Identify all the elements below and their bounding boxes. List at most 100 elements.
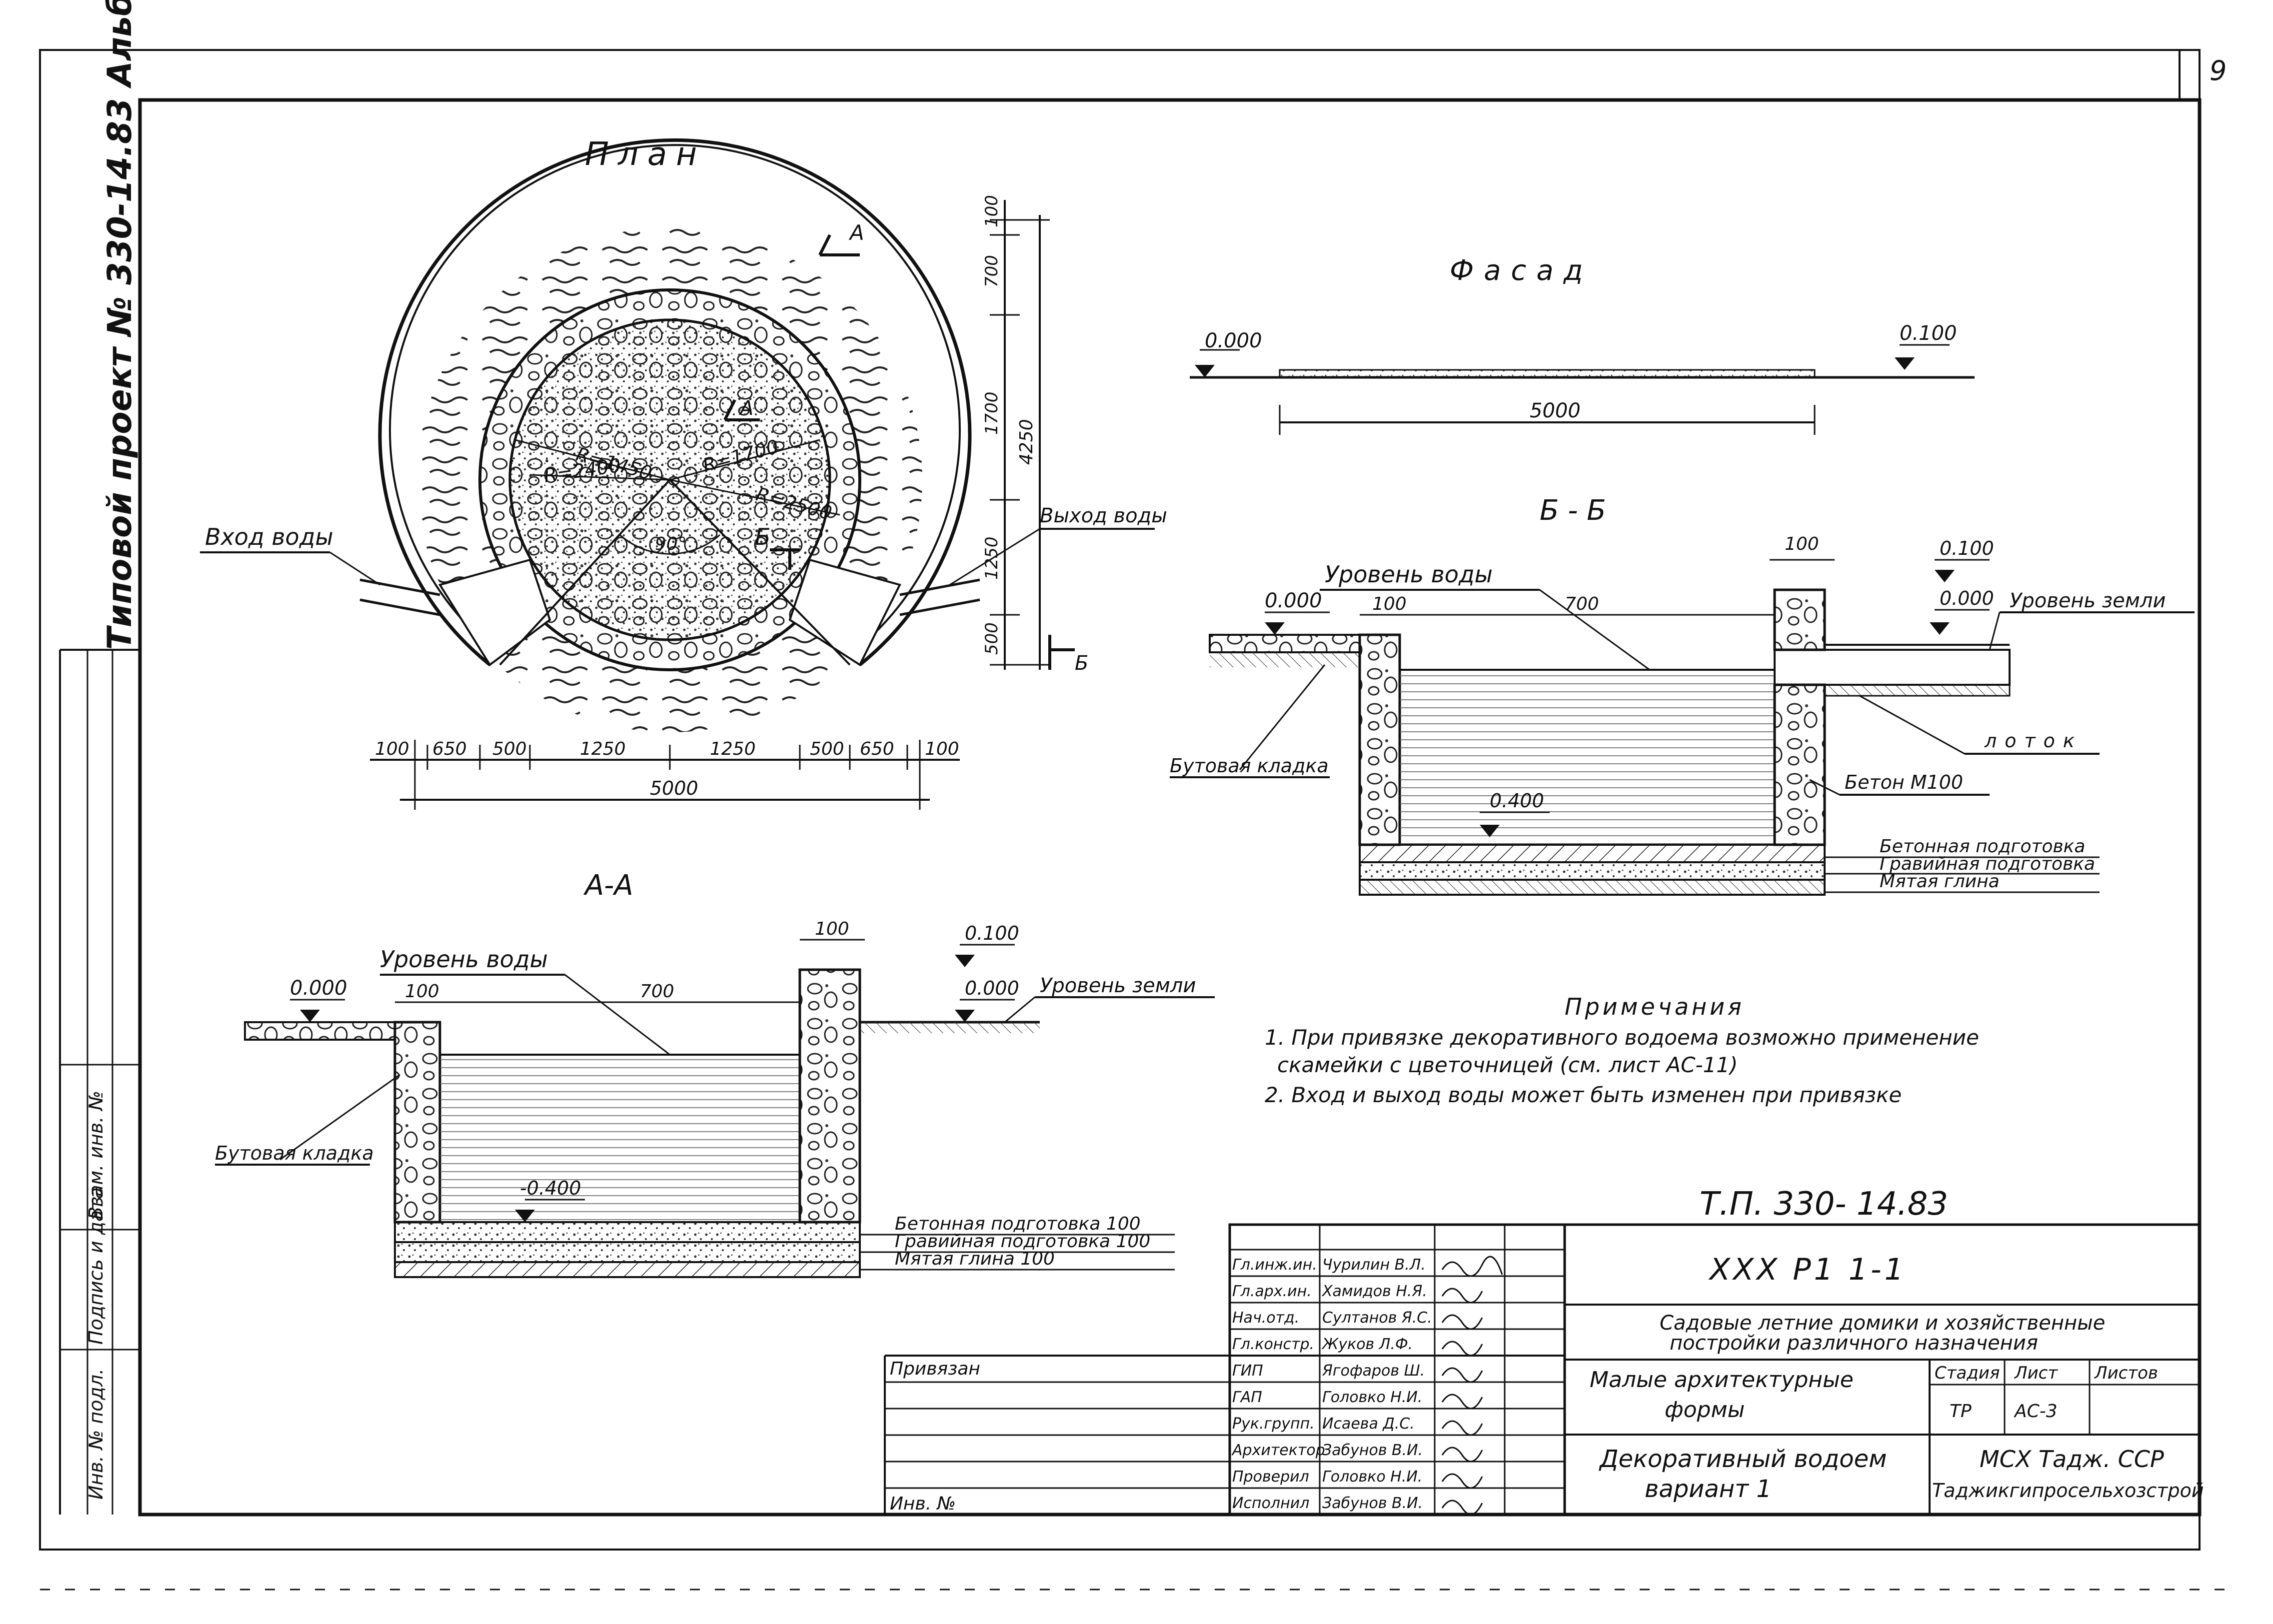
- facade-level-right: 0.100: [1900, 322, 1957, 345]
- bb-level-bottom: 0.400: [1490, 790, 1544, 812]
- tb-sheets-hdr: Листов: [2094, 1363, 2158, 1383]
- bb-layer-clay: Мятая глина: [1880, 871, 2000, 892]
- stamp-sign-date: Подпись и дата: [85, 1187, 107, 1345]
- bb-dim-700: 700: [1565, 594, 1599, 614]
- sheet-number: 9: [2210, 55, 2227, 86]
- tb-name-1: Хамидов Н.Я.: [1321, 1283, 1427, 1300]
- tb-section-2: формы: [1665, 1397, 1745, 1423]
- plan-section-a-mid: А: [738, 397, 753, 420]
- plan-dim-3: 500: [492, 739, 527, 759]
- aa-water-level: Уровень воды: [380, 946, 548, 973]
- bb-level-0: 0.000: [1265, 589, 1322, 612]
- tb-role-2: Нач.отд.: [1232, 1309, 1299, 1327]
- section-aa-title: А-А: [583, 869, 633, 902]
- plan-dimension-right: [990, 200, 1050, 670]
- tb-org-1: МСХ Тадж. ССР: [1980, 1446, 2164, 1473]
- tb-attached: Привязан: [890, 1359, 980, 1379]
- plan-rdim-4: 1250: [982, 536, 1002, 580]
- bb-concrete: Бетон М100: [1845, 771, 1963, 793]
- tb-role-3: Гл.констр.: [1232, 1336, 1314, 1353]
- tb-role-0: Гл.инж.ин.: [1232, 1256, 1317, 1274]
- bb-level-top: 0.100: [1940, 537, 1994, 559]
- plan-rdim-total: 4250: [1016, 419, 1037, 465]
- plan-angle: 90°: [655, 534, 687, 554]
- plan-pool: [359, 138, 1075, 732]
- tb-name-5: Головко Н.И.: [1322, 1389, 1422, 1406]
- plan-dim-5: 1250: [710, 739, 756, 759]
- aa-rubble: Бутовая кладка: [215, 1142, 374, 1164]
- tb-sheet: АС-3: [2014, 1401, 2058, 1422]
- tb-role-5: ГАП: [1232, 1389, 1262, 1406]
- tb-name-6: Исаева Д.С.: [1322, 1415, 1415, 1433]
- plan-dim-4: 1250: [580, 739, 626, 759]
- tb-drawing-1: Декоративный водоем: [1599, 1445, 1887, 1473]
- plan-rdim-2: 700: [982, 255, 1002, 287]
- tb-role-1: Гл.арх.ин.: [1232, 1283, 1312, 1300]
- facade-title: Фасад: [1450, 254, 1593, 287]
- plan-rdim-3: 1700: [982, 391, 1002, 435]
- tb-name-4: Ягофаров Ш.: [1322, 1362, 1425, 1380]
- plan-section-a-top: А: [848, 220, 864, 245]
- notes-line-1: 1. При привязке декоративного водоема во…: [1265, 1025, 1979, 1050]
- tb-role-4: ГИП: [1232, 1362, 1263, 1380]
- plan-dim-total: 5000: [650, 777, 698, 799]
- tb-inv: Инв. №: [890, 1494, 956, 1514]
- facade-level-left: 0.000: [1205, 329, 1262, 352]
- aa-dim-100: 100: [405, 981, 439, 1002]
- plan-dimension-bottom: [370, 740, 960, 810]
- notes-title: Примечания: [1565, 993, 1745, 1020]
- doc-number: Т.П. 330- 14.83: [1700, 1186, 1948, 1223]
- plan-dim-8: 100: [925, 739, 959, 759]
- bb-rubble: Бутовая кладка: [1170, 755, 1329, 777]
- aa-layer-gravel: Гравийная подготовка 100: [895, 1231, 1150, 1252]
- tb-org-2: Таджикгипросельхозстрой: [1932, 1480, 2204, 1502]
- plan-rdim-1: 100: [982, 195, 1002, 227]
- aa-level-top: 0.100: [965, 922, 1019, 944]
- section-bb-drawing: [1170, 559, 2195, 896]
- bb-layer-concrete: Бетонная подготовка: [1880, 836, 2086, 857]
- tb-stage-hdr: Стадия: [1935, 1363, 2000, 1383]
- tb-project-title-1: Садовые летние домики и хозяйственные: [1660, 1312, 2105, 1335]
- notes-line-2: скамейки с цветочницей (см. лист АС-11): [1277, 1053, 1738, 1077]
- bb-level-0-right: 0.000: [1940, 587, 1994, 609]
- plan-dim-6: 500: [810, 739, 844, 759]
- aa-ground-level: Уровень земли: [1040, 974, 1196, 997]
- tb-name-9: Забунов В.И.: [1322, 1495, 1423, 1512]
- plan-inlet-label: Вход воды: [205, 523, 333, 550]
- tb-code: ХХХ Р1 1-1: [1708, 1252, 1907, 1287]
- side-stamp: [59, 649, 140, 1515]
- facade-width: 5000: [1530, 399, 1581, 422]
- bb-dim-100: 100: [1372, 594, 1407, 614]
- plan-dim-7: 650: [860, 739, 894, 759]
- plan-dim-2: 650: [432, 739, 467, 759]
- section-aa-drawing: [215, 939, 1215, 1278]
- tb-staff-list: Гл.инж.ин. Чурилин В.Л. Гл.арх.ин. Хамид…: [1231, 1256, 1432, 1512]
- tb-stage: ТР: [1950, 1401, 1972, 1422]
- tb-name-8: Головко Н.И.: [1322, 1468, 1422, 1486]
- tb-name-0: Чурилин В.Л.: [1322, 1256, 1426, 1274]
- aa-level-0-right: 0.000: [965, 977, 1019, 999]
- facade-drawing: [1190, 344, 1975, 435]
- tb-name-3: Жуков Л.Ф.: [1321, 1336, 1413, 1353]
- aa-dim-700: 700: [640, 981, 674, 1002]
- stamp-inv-no: Инв. № подл.: [85, 1369, 107, 1500]
- aa-level-0: 0.000: [290, 977, 347, 1000]
- plan-section-b-right: Б: [1075, 652, 1088, 675]
- aa-dim-100-top: 100: [815, 919, 849, 939]
- tb-sheet-hdr: Лист: [2014, 1363, 2058, 1383]
- section-bb-title: Б - Б: [1540, 494, 1606, 527]
- bb-water-level: Уровень воды: [1325, 561, 1493, 588]
- bb-ground-level: Уровень земли: [2010, 589, 2166, 612]
- bb-tray: лоток: [1984, 730, 2083, 752]
- notes-line-3: 2. Вход и выход воды может быть изменен …: [1265, 1083, 1902, 1107]
- tb-name-7: Забунов В.И.: [1322, 1442, 1423, 1459]
- tb-signatures: [1441, 1256, 1503, 1516]
- tb-role-6: Рук.групп.: [1232, 1415, 1315, 1433]
- plan-dim-1: 100: [375, 739, 409, 759]
- tb-section-1: Малые архитектурные: [1590, 1367, 1854, 1393]
- aa-layer-clay: Мятая глина 100: [895, 1249, 1055, 1269]
- title-block-grid: [884, 1223, 2201, 1516]
- tb-drawing-2: вариант 1: [1645, 1475, 1772, 1503]
- bb-layer-gravel: Гравийная подготовка: [1880, 854, 2095, 874]
